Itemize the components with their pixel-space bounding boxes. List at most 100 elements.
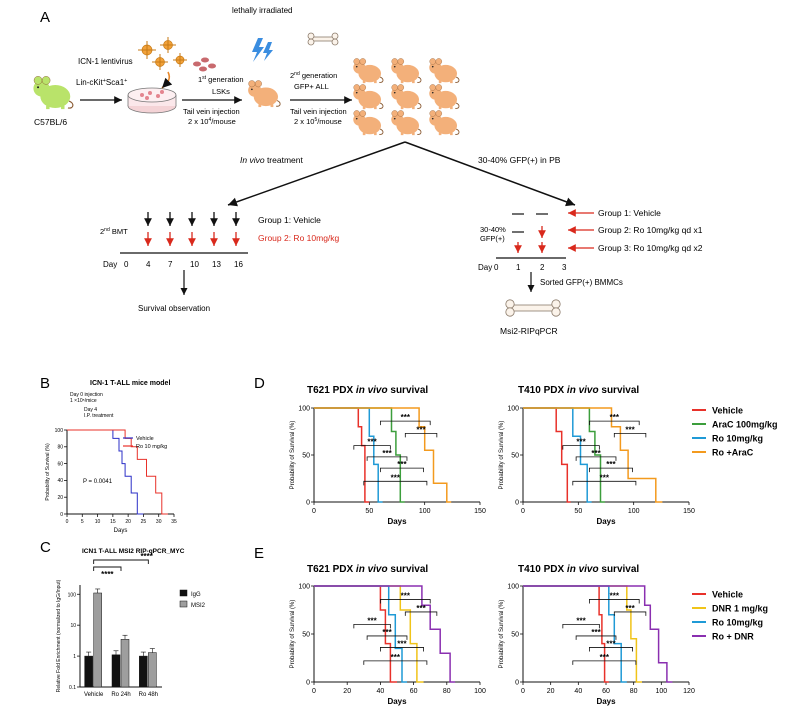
- km-line-ro-dnr: [523, 585, 673, 683]
- in-vivo-treatment-label: In vivo treatment: [240, 155, 303, 165]
- legend-label: Ro +AraC: [712, 448, 754, 458]
- x-tick-label: 30: [156, 519, 162, 525]
- day-tick: 13: [212, 260, 221, 269]
- x-tick-label: 35: [171, 519, 177, 525]
- sig-bracket: [93, 559, 149, 564]
- comparison-bracket: [562, 445, 600, 450]
- chart-b-title: ICN-1 T-ALL mice model: [90, 380, 170, 387]
- comparison-bracket: [562, 624, 600, 629]
- comparison-bracket: [380, 420, 431, 426]
- bar-msi2: [148, 652, 157, 688]
- day-tick: 3: [562, 263, 567, 272]
- irradiated-label: lethally irradiated: [232, 6, 292, 15]
- bar-msi2: [120, 639, 130, 688]
- x-tick-label: 150: [683, 508, 695, 515]
- x-tick-label: 150: [474, 508, 486, 515]
- mouse-green-icon: [32, 75, 74, 110]
- arrow-icon: [404, 141, 576, 207]
- bar-msi2: [93, 592, 102, 688]
- mouse-orange-icon: [247, 80, 281, 108]
- y-tick-label: 100: [507, 405, 519, 412]
- legend-label: MSI2: [191, 603, 206, 609]
- bone-icon: [505, 299, 561, 317]
- y-tick-label: 80: [57, 445, 63, 451]
- x-axis-label: Days: [596, 697, 616, 706]
- sig-stars: ***: [397, 460, 407, 469]
- y-tick-label: 40: [57, 478, 63, 484]
- x-axis-label: Days: [114, 528, 128, 534]
- sig-stars: ***: [401, 591, 411, 600]
- x-tick-label: 20: [125, 519, 131, 525]
- km-line-dnr-1-mg-kg: [314, 585, 424, 683]
- icn-lentivirus-label: ICN-1 lentivirus: [78, 57, 133, 66]
- y-tick-label: 100: [298, 405, 310, 412]
- x-tick-label: 0: [312, 508, 316, 515]
- x-tick-label: 0: [521, 688, 525, 695]
- chart-b-ann: Day 0 injection: [70, 392, 103, 398]
- x-tick-label: 20: [547, 688, 555, 695]
- y-axis-label: Probability of Survival (%): [290, 421, 296, 490]
- rip-label: Msi2-RIPqPCR: [500, 326, 558, 336]
- x-tick-label: 80: [630, 688, 638, 695]
- panel-b: B ICN-1 T-ALL mice model Day 0 injection…: [40, 375, 177, 534]
- chart-e1-title: T621 PDX in vivo survival: [307, 564, 428, 575]
- legend-label: IgG: [191, 592, 201, 598]
- x-tick-label: 0: [312, 688, 316, 695]
- comparison-bracket: [589, 467, 633, 473]
- x-tick-label: 10: [95, 519, 101, 525]
- bar-igg: [84, 655, 93, 688]
- comparison-bracket: [589, 599, 640, 604]
- y-tick-label: 0.1: [69, 685, 76, 691]
- gfp-range-l1: 30-40%: [480, 225, 506, 234]
- km-line-ro-10mg-kg: [314, 585, 407, 683]
- comparison-bracket: [589, 420, 640, 426]
- y-tick-label: 0: [515, 679, 519, 686]
- x-tick-label: 100: [419, 508, 431, 515]
- comparison-bracket: [613, 611, 647, 616]
- y-axis-label: Probability of Survival (%): [290, 600, 296, 669]
- sig-stars: ***: [625, 425, 635, 434]
- comparison-bracket: [575, 635, 617, 640]
- km-line-ro-10-mg-kg: [67, 429, 168, 515]
- x-tick-label: Ro 48h: [139, 692, 158, 698]
- y-axis-label: Probability of Survival (%): [499, 600, 505, 669]
- y-tick-label: 10: [70, 623, 76, 629]
- right-group-arrows: [568, 209, 594, 252]
- comparison-bracket: [380, 467, 424, 473]
- x-tick-label: 120: [683, 688, 695, 695]
- x-tick-label: 0: [66, 519, 69, 525]
- comparison-bracket: [380, 647, 424, 652]
- y-axis-label: Probability of Survival (%): [499, 421, 505, 490]
- day-tick: 10: [190, 260, 199, 269]
- x-tick-label: 40: [377, 688, 385, 695]
- panel-label-d: D: [254, 375, 265, 392]
- comparison-bracket: [613, 432, 647, 438]
- legend-swatch: [179, 600, 188, 608]
- petri-dish-icon: [127, 87, 177, 114]
- km-line-ro-10mg-kg: [314, 407, 383, 503]
- sig-stars: ***: [401, 413, 411, 422]
- y-axis-label: Relative Fold Enrichment (normalized to …: [56, 579, 62, 692]
- day-tick: 4: [146, 260, 151, 269]
- panel-c: C ICN1 T-ALL MSI2 RIP-qPCR_MYC 0.1110100…: [40, 539, 206, 698]
- comparison-bracket: [366, 635, 408, 640]
- legend-label: Vehicle: [712, 406, 743, 416]
- sorted-label: Sorted GFP(+) BMMCs: [540, 278, 623, 287]
- dose-2: 2 x 105/mouse: [294, 117, 342, 126]
- sig-stars: ***: [382, 628, 392, 637]
- chart-b-ann: Day 4: [84, 407, 97, 413]
- x-tick-label: 50: [574, 508, 582, 515]
- y-tick-label: 0: [306, 679, 310, 686]
- group2-left: Group 2: Ro 10mg/kg: [258, 233, 340, 243]
- y-tick-label: 100: [55, 428, 64, 434]
- day-label: Day: [478, 263, 492, 272]
- gfp-range-l2: GFP(+): [480, 234, 505, 243]
- right-treatment-marks: [512, 213, 548, 253]
- comparison-bracket: [363, 660, 428, 665]
- panel-label-c: C: [40, 539, 51, 556]
